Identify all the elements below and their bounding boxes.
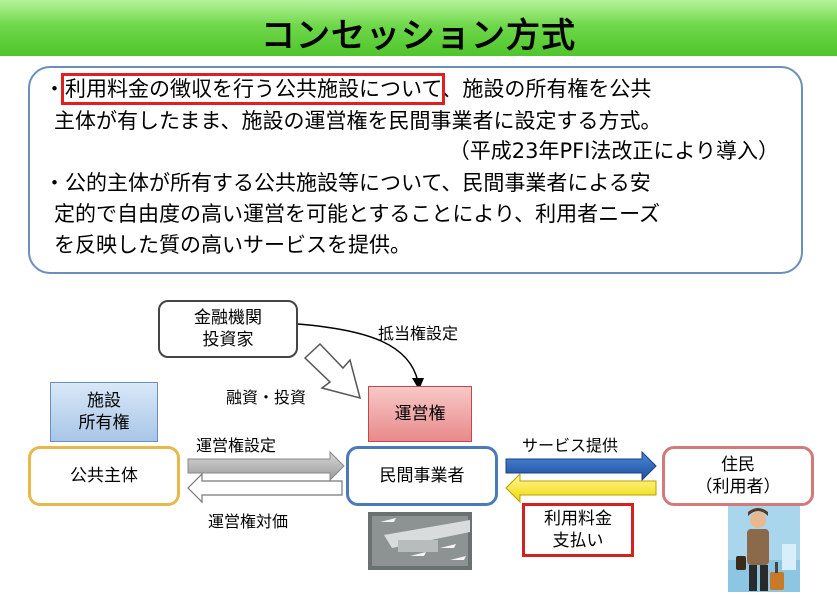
ownership-box: 施設 所有権	[50, 382, 158, 442]
payment-arrow	[187, 472, 343, 504]
service-label: サービス提供	[522, 436, 619, 455]
finance-arrow	[303, 342, 362, 400]
info-box: ・利用料金の徴収を行う公共施設について、施設の所有権を公共 主体が有したまま、施…	[28, 66, 803, 274]
mortgage-arrowhead	[412, 378, 424, 390]
bullet1-line2: 主体が有したまま、施設の運営権を民間事業者に設定する方式。	[54, 109, 662, 133]
bullet1-note: （平成23年PFI法改正により導入）	[448, 139, 779, 163]
bullet1-line1: ・利用料金の徴収を行う公共施設について、施設の所有権を公共	[44, 73, 652, 105]
concession-box: 運営権	[368, 386, 472, 442]
bullet1-rest: 、施設の所有権を公共	[441, 77, 652, 101]
service-arrow	[505, 450, 657, 482]
mortgage-label: 抵当権設定	[378, 324, 459, 343]
payment-label: 運営権対価	[208, 512, 289, 531]
traveller-illustration	[728, 506, 800, 592]
highlighted-phrase: 利用料金の徴収を行う公共施設について	[60, 73, 446, 105]
finance-label: 融資・投資	[226, 388, 307, 407]
bullet2-line2: 定的で自由度の高い運営を可能とすることにより、利用者ニーズ	[54, 202, 661, 226]
page-title: コンセッション方式	[261, 16, 576, 56]
bullet2-line3: を反映した質の高いサービスを提供。	[54, 233, 411, 257]
public-entity-box: 公共主体	[28, 446, 180, 506]
bullet2-line1: ・公的主体が所有する公共施設等について、民間事業者による安	[44, 171, 651, 195]
private-operator-box: 民間事業者	[346, 446, 498, 506]
bullet1-prefix: ・	[44, 77, 65, 101]
residents-box: 住民 （利用者）	[662, 446, 814, 506]
grant-label: 運営権設定	[196, 436, 277, 455]
fee-payment-box: 利用料金 支払い	[522, 503, 634, 557]
title-bar	[0, 0, 837, 56]
airport-illustration	[368, 512, 472, 570]
finance-institution-box: 金融機関 投資家	[158, 300, 298, 358]
grant-arrow	[187, 450, 345, 482]
fee-arrow	[505, 472, 657, 504]
mortgage-arrow	[297, 323, 419, 383]
